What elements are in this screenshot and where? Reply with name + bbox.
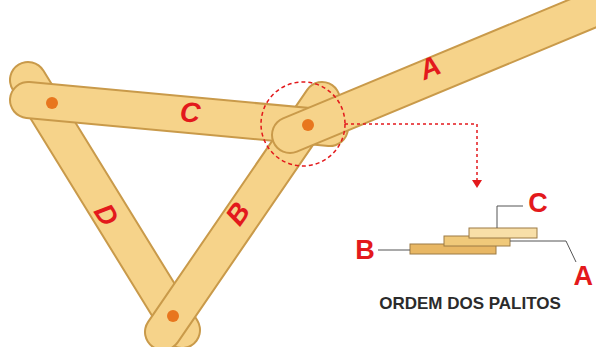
slab-c	[469, 228, 537, 238]
pivot-dot	[167, 310, 179, 322]
inset-title: ORDEM DOS PALITOS	[379, 295, 561, 312]
stick-name: B	[355, 237, 375, 264]
stick-name: C	[528, 190, 548, 217]
pointer-head	[472, 180, 482, 188]
leader-line	[510, 241, 576, 262]
stick-label: C	[179, 98, 202, 128]
stick-name: A	[574, 263, 594, 290]
pivot-dot	[302, 119, 314, 131]
leader-line	[378, 250, 410, 251]
leader-line	[497, 206, 523, 228]
stick-a-outline	[290, 0, 596, 135]
pivot-dot	[46, 97, 58, 109]
highlight-circle	[261, 82, 345, 166]
pointer-line	[345, 124, 477, 180]
stick-a	[290, 0, 596, 135]
